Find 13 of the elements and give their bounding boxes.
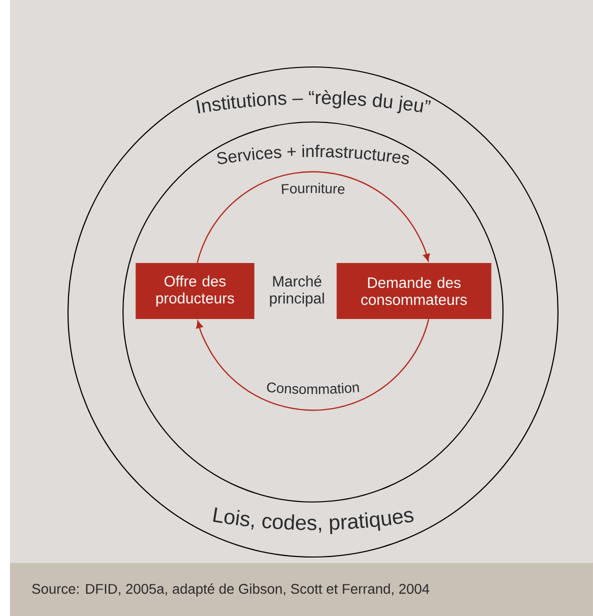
arrow bbox=[196, 171, 430, 263]
arrow bbox=[196, 319, 430, 411]
caption-band: Source: DFID, 2005a, adapté de Gibson, Scott et Ferrand, 2004 bbox=[10, 563, 593, 616]
ring-text: Lois, codes, pratiques bbox=[213, 507, 414, 534]
ring-text: Institutions – “règles du jeu” bbox=[196, 90, 431, 114]
process-box: Offre des producteurs bbox=[136, 263, 254, 319]
edge-label: Fourniture bbox=[282, 182, 344, 194]
center-text: Marché principal bbox=[270, 275, 324, 307]
edge-label: Consommation bbox=[267, 382, 360, 394]
outer-ring bbox=[67, 66, 559, 558]
inner-ring bbox=[122, 121, 504, 503]
process-box: Demande des consommateurs bbox=[336, 263, 492, 319]
ring-text: Services + infrastructures bbox=[217, 144, 410, 164]
